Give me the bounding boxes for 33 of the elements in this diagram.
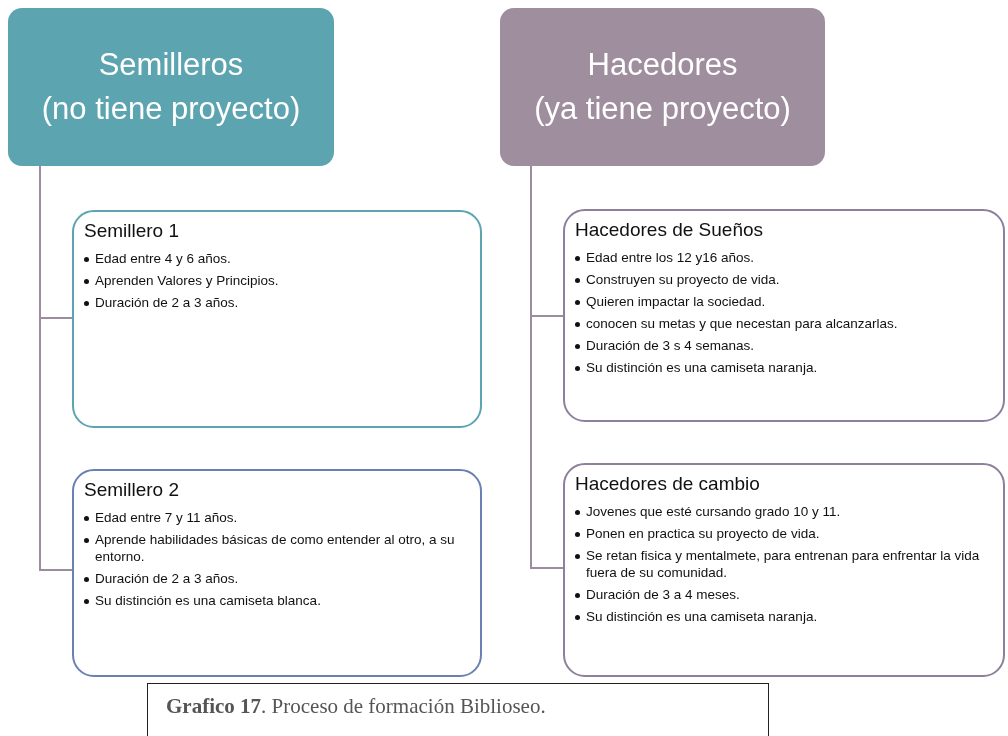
header-text: (no tiene proyecto) bbox=[41, 91, 301, 127]
bullet-item: Se retan fisica y mentalmete, para entrenan para enfrentar la vida fuera de su comunidad. bbox=[586, 547, 981, 581]
bullet-item: Su distinción es una camiseta blanca. bbox=[95, 592, 321, 609]
header-box bbox=[500, 8, 825, 166]
caption-text: Grafico 17. Proceso de formación Biblioseo. bbox=[166, 694, 547, 719]
bullet-item: Su distinción es una camiseta naranja. bbox=[586, 359, 818, 376]
card-title: Semillero 1 bbox=[84, 220, 181, 242]
bullet-item: Su distinción es una camiseta naranja. bbox=[586, 608, 818, 625]
header-text: Hacedores bbox=[587, 47, 738, 83]
bullet-item: Edad entre 7 y 11 años. bbox=[95, 509, 238, 526]
bullet-item: Construyen su proyecto de vida. bbox=[586, 271, 780, 288]
bullet-item: Ponen en practica su proyecto de vida. bbox=[586, 525, 820, 542]
header-text: Semilleros bbox=[98, 47, 244, 83]
bullet-item: Duración de 2 a 3 años. bbox=[95, 294, 239, 311]
bullet-item: Edad entre 4 y 6 años. bbox=[95, 250, 231, 267]
bullet-item: Duración de 3 s 4 semanas. bbox=[586, 337, 755, 354]
header-box bbox=[8, 8, 334, 166]
card-title: Hacedores de Sueños bbox=[575, 219, 764, 241]
card-title: Semillero 2 bbox=[84, 479, 181, 501]
card-title: Hacedores de cambio bbox=[575, 473, 761, 495]
info-card bbox=[563, 463, 1005, 677]
bullet-item: conocen su metas y que necestan para alcanzarlas. bbox=[586, 315, 898, 332]
bullet-item: Edad entre los 12 y16 años. bbox=[586, 249, 755, 266]
header-text: (ya tiene proyecto) bbox=[534, 91, 791, 127]
info-card bbox=[563, 209, 1005, 422]
info-card bbox=[72, 210, 482, 428]
bullet-item: Aprenden Valores y Principios. bbox=[95, 272, 279, 289]
bullet-item: Duración de 2 a 3 años. bbox=[95, 570, 239, 587]
info-card bbox=[72, 469, 482, 677]
bullet-item: Duración de 3 a 4 meses. bbox=[586, 586, 740, 603]
bullet-item: Jovenes que esté cursando grado 10 y 11. bbox=[586, 503, 841, 520]
bullet-item: Aprende habilidades básicas de como entender al otro, a su entorno. bbox=[95, 531, 456, 565]
bullet-item: Quieren impactar la sociedad. bbox=[586, 293, 766, 310]
